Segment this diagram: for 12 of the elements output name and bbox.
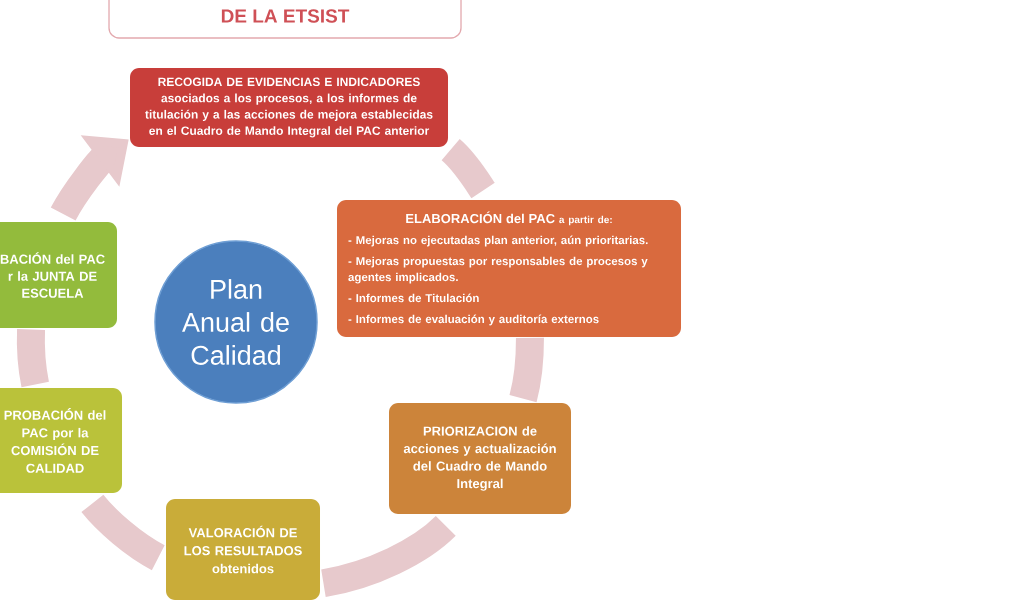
process-box: PRIORIZACION de acciones y actualización del Cuadro de Mando Integral <box>389 403 571 514</box>
process-box: RECOGIDA DE EVIDENCIAS E INDICADORES asociados a los procesos, a los informes de titulación y a las acciones de mejora establecidas en el Cuadro de Mando Integral del PAC anterior <box>130 68 448 147</box>
curved-band <box>441 139 495 199</box>
curved-band <box>320 515 456 597</box>
process-box: VALORACIÓN DE LOS RESULTADOS obtenidos <box>166 499 320 600</box>
title-box: DE LA ETSIST <box>108 0 462 39</box>
curved-band <box>509 337 544 402</box>
curved-band <box>16 329 49 388</box>
process-box: ELABORACIÓN del PAC a partir de: - Mejoras no ejecutadas plan anterior, aún prioritarias. - Mejoras propuestas por responsables de procesos y agentes implicados. - Informes de Titulación - Informes de evaluación y auditoría externos <box>337 200 681 337</box>
process-box: BACIÓN del PAC r la JUNTA DE ESCUELA <box>0 222 117 328</box>
curved-band <box>81 494 165 570</box>
process-box: PROBACIÓN del PAC por la COMISIÓN DE CALIDAD <box>0 388 122 493</box>
